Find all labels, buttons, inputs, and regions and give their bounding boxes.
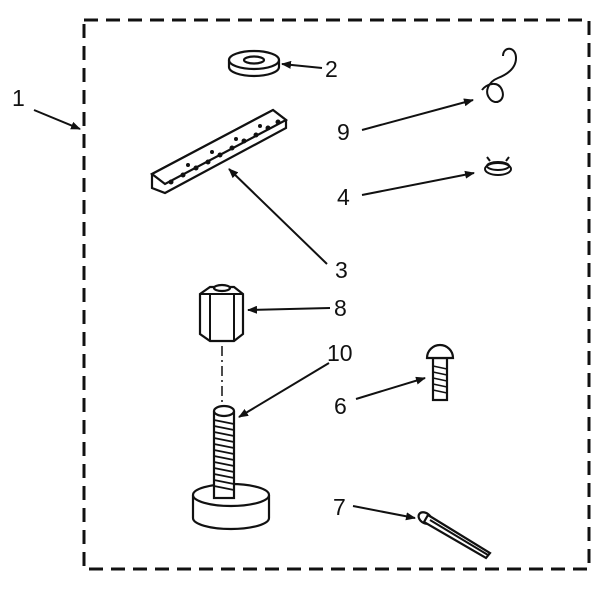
part-washer [227,49,281,78]
callout-2: 2 [325,56,338,82]
part-leveling-leg [191,404,271,531]
part-screw [425,343,455,402]
kit-boundary [82,18,591,571]
callout-3: 3 [335,257,348,283]
part-bracket [149,108,289,195]
part-wire-clip [481,47,518,103]
part-hex-coupling [198,283,245,343]
callout-9: 9 [337,119,350,145]
callout-6: 6 [334,393,347,419]
callout-8: 8 [334,295,347,321]
part-ring-clip [484,156,512,176]
part-cotter-pin [417,511,492,560]
leader-arrows [33,60,475,521]
callout-10: 10 [327,340,353,366]
callout-4: 4 [337,184,350,210]
callout-1: 1 [12,85,25,111]
callout-7: 7 [333,494,346,520]
